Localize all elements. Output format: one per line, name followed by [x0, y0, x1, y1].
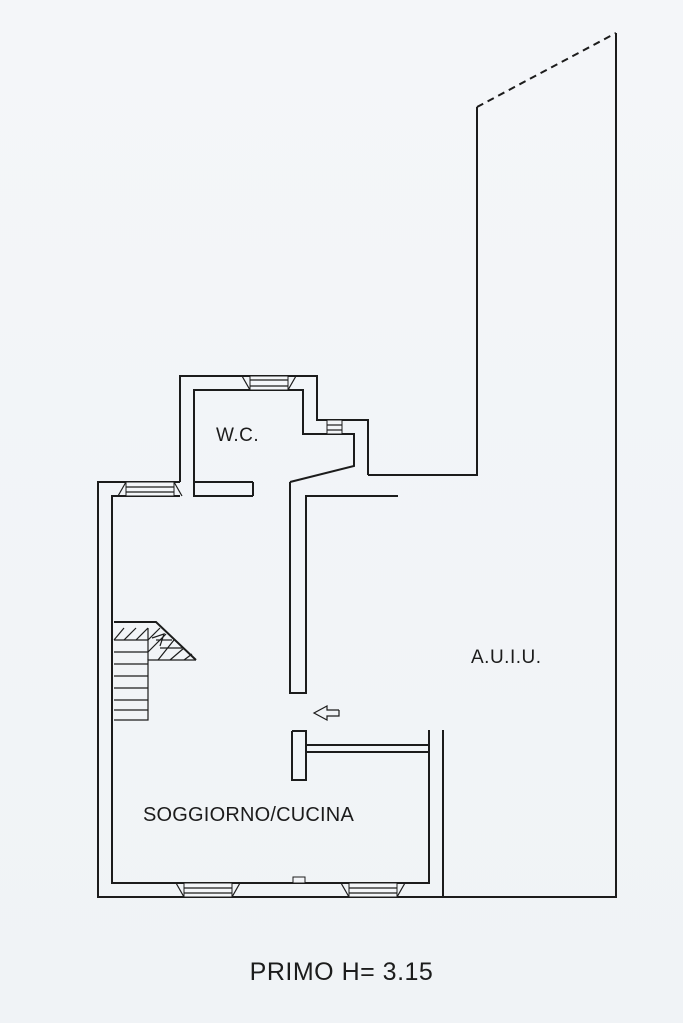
wc-walls	[179, 375, 369, 497]
room-label-soggiorno-cucina: SOGGIORNO/CUCINA	[143, 804, 354, 826]
room-label-auiu: A.U.I.U.	[471, 647, 542, 668]
floor-level-label: PRIMO H= 3.15	[249, 958, 434, 986]
wc-vent	[326, 419, 343, 435]
interior-partition	[289, 482, 429, 781]
living-window-bottom-right	[340, 882, 406, 898]
living-window-bottom-left	[175, 882, 241, 898]
arrow-left-icon	[312, 704, 340, 722]
room-label-wc: W.C.	[216, 425, 260, 446]
wc-window	[241, 375, 297, 391]
living-walls	[97, 481, 443, 898]
living-window-top	[117, 481, 183, 497]
bottom-sill-mark	[292, 876, 306, 884]
staircase-icon	[113, 621, 197, 721]
open-edge-dashed	[476, 32, 617, 108]
auiu-boundary	[368, 32, 617, 898]
